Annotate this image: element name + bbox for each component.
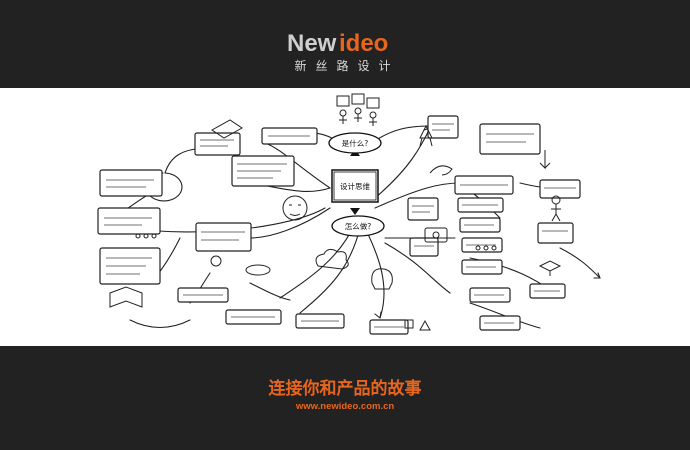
how-to-label: 怎么做? (345, 221, 371, 231)
logo-new-text: New (287, 30, 337, 56)
footer-bar (0, 346, 690, 450)
mindmap-center-node: 设计思维 (331, 169, 379, 203)
logo-ideo-text: ideo (339, 30, 388, 56)
how-to-node: 怎么做? (331, 215, 385, 237)
slogan-text: 连接你和产品的故事 (268, 379, 422, 399)
header-bar: New ideo 新丝路设计 (0, 0, 690, 88)
mindmap-illustration: 设计思维 是什么? 怎么做? (97, 93, 601, 335)
what-is-node: 是什么? (328, 132, 382, 154)
mindmap-panel: 设计思维 是什么? 怎么做? (0, 88, 690, 346)
website-url[interactable]: www.newideo.com.cn (295, 401, 395, 412)
newideo-logo: New ideo (287, 30, 388, 56)
what-is-label: 是什么? (342, 138, 368, 148)
logo-subtitle: 新丝路设计 (294, 59, 400, 73)
center-node-label: 设计思维 (340, 181, 370, 191)
